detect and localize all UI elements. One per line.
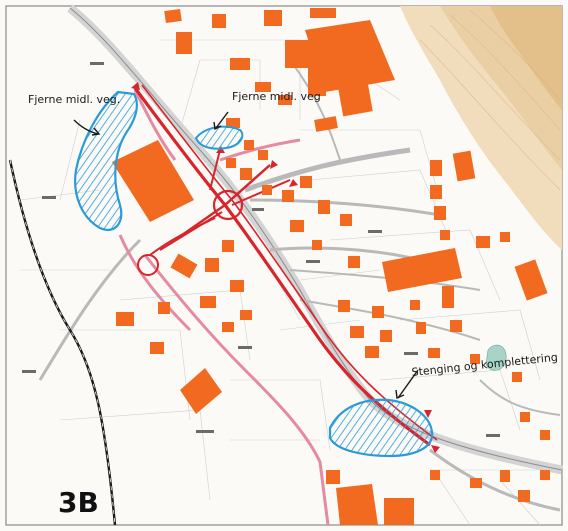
- note-top-line: Fjerne midl. veg: [232, 90, 321, 103]
- pond: [485, 344, 507, 371]
- note-bottom-line: Stenging og komplettering: [411, 351, 558, 379]
- property-lines: [19, 39, 560, 526]
- annotation-leaders: [73, 111, 419, 400]
- railway-line: [8, 159, 117, 526]
- planned-main-road: [133, 84, 438, 447]
- buildings: [112, 8, 550, 525]
- small-labels: [22, 62, 500, 437]
- note-left: Fjerne midl. veg.: [28, 93, 120, 106]
- closure-area-southeast: [328, 398, 434, 458]
- sheet-border: [5, 5, 563, 526]
- terrain-shading: [400, 6, 562, 250]
- sheet-label: 3B: [58, 486, 99, 519]
- note-left-line: Fjerne midl. veg.: [28, 93, 120, 106]
- note-bottom: Stenging og komplettering: [411, 351, 558, 379]
- removal-area-west: [74, 90, 138, 231]
- note-top: Fjerne midl. veg: [232, 90, 321, 103]
- red-arrows: [131, 82, 440, 453]
- pink-roads: [118, 89, 330, 526]
